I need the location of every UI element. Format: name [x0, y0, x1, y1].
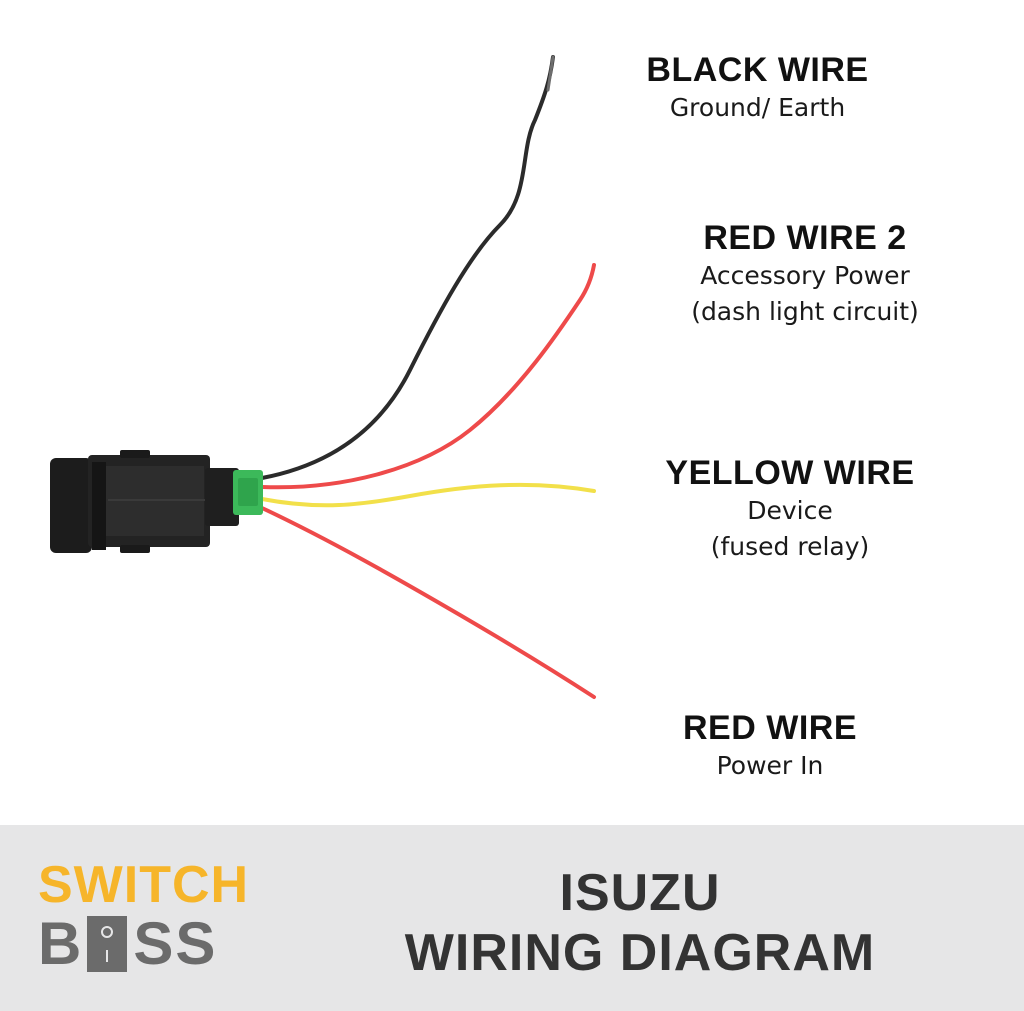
- black-wire: [260, 55, 555, 480]
- logo-switch-text: SWITCH: [38, 856, 250, 914]
- label-title: RED WIRE: [683, 709, 857, 747]
- black-wire-tip: [546, 55, 555, 92]
- switch-bezel-edge: [92, 462, 106, 550]
- logo-boss-ss: SS: [133, 910, 218, 977]
- switch-clip-bottom: [120, 545, 150, 553]
- label-yellow-wire: YELLOW WIRE Device (fused relay): [640, 453, 940, 565]
- switch-boss-logo: SWITCH B SS: [38, 855, 258, 985]
- footer-banner: SWITCH B SS ISUZU WIRING DIAGRAM: [0, 825, 1024, 1011]
- wiring-diagram: [50, 55, 596, 699]
- label-line: (fused relay): [710, 532, 870, 561]
- label-black-wire: BLACK WIRE Ground/ Earth: [620, 50, 895, 126]
- label-line: Accessory Power: [700, 261, 910, 290]
- label-line: Power In: [716, 751, 824, 780]
- switch-rear: [205, 468, 239, 526]
- label-line: Device: [747, 496, 833, 525]
- logo-switch-icon: [87, 916, 128, 972]
- label-line: (dash light circuit): [691, 297, 919, 326]
- label-title: RED WIRE 2: [703, 219, 907, 257]
- red-wire: [260, 506, 596, 699]
- logo-boss-text: B SS: [38, 911, 217, 977]
- label-title: YELLOW WIRE: [665, 454, 915, 492]
- footer-title-line1: ISUZU: [559, 864, 721, 922]
- footer-title: ISUZU WIRING DIAGRAM: [380, 863, 900, 983]
- yellow-wire: [260, 482, 596, 508]
- switch-face: [50, 458, 92, 553]
- label-red-wire-2: RED WIRE 2 Accessory Power (dash light c…: [650, 218, 960, 330]
- label-red-wire: RED WIRE Power In: [640, 708, 900, 784]
- red-wire-2: [260, 263, 596, 490]
- switch-clip-top: [120, 450, 150, 458]
- label-line: Ground/ Earth: [669, 93, 846, 122]
- label-title: BLACK WIRE: [646, 51, 869, 89]
- logo-boss-b: B: [38, 910, 84, 977]
- rocker-switch: [50, 450, 263, 553]
- footer-title-line2: WIRING DIAGRAM: [404, 924, 876, 982]
- connector-latch: [238, 478, 258, 506]
